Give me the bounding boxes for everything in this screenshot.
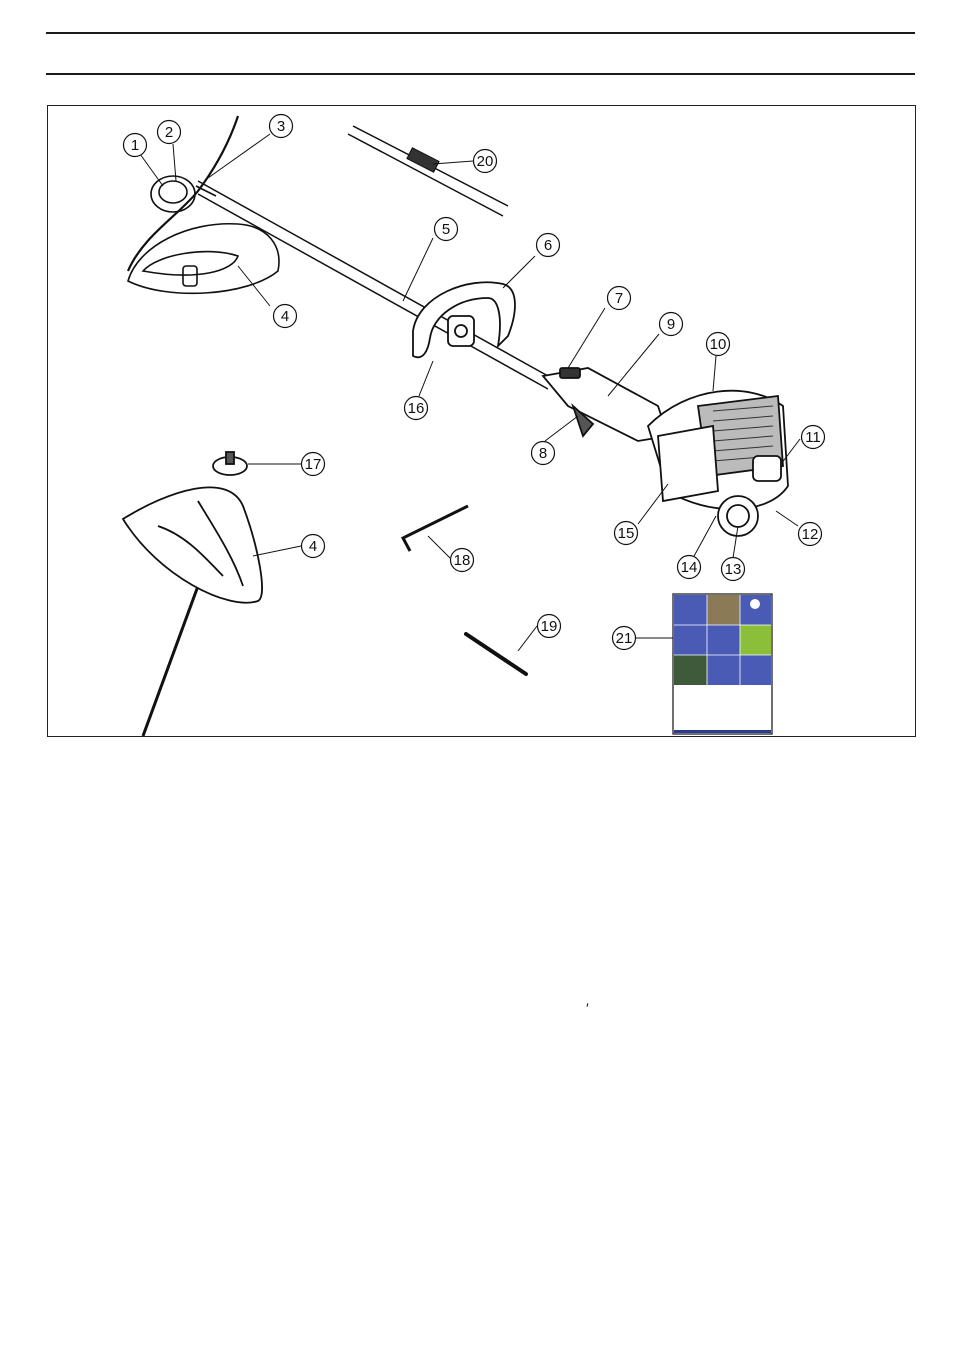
parts-illustration-frame: 1 2 3 4 5 6 7 8 9 10 11 12 13 14 15 16 1…	[47, 105, 916, 737]
callout-17: 17	[302, 453, 325, 476]
callout-5: 5	[435, 218, 458, 241]
callout-20: 20	[474, 150, 497, 173]
callout-9: 9	[660, 313, 683, 336]
callout-label: 8	[539, 445, 547, 462]
callout-12: 12	[799, 523, 822, 546]
callout-label: 21	[616, 630, 633, 647]
operator-manual	[673, 594, 772, 734]
callout-15: 15	[615, 522, 638, 545]
callout-label: 15	[618, 525, 635, 542]
callout-label: 18	[454, 552, 471, 569]
callout-14: 14	[678, 556, 701, 579]
callout-21: 21	[613, 627, 636, 650]
header-rule-bottom	[46, 73, 915, 75]
callout-2: 2	[158, 121, 181, 144]
callout-label: 6	[544, 237, 552, 254]
callout-11: 11	[802, 426, 825, 449]
callout-label: 4	[309, 538, 317, 555]
callout-label: 20	[477, 153, 494, 170]
callout-13: 13	[722, 558, 745, 581]
callout-4-guard: 4	[302, 535, 325, 558]
callout-label: 1	[131, 137, 139, 154]
callout-19: 19	[538, 615, 561, 638]
callout-label: 17	[305, 456, 322, 473]
callout-7: 7	[608, 287, 631, 310]
callout-label: 16	[408, 400, 425, 417]
callout-label: 7	[615, 290, 623, 307]
callout-18: 18	[451, 549, 474, 572]
callout-8: 8	[532, 442, 555, 465]
header-rule-top	[46, 32, 915, 34]
callout-3: 3	[270, 115, 293, 138]
callout-label: 4	[281, 308, 289, 325]
callout-label: 13	[725, 561, 742, 578]
callout-label: 9	[667, 316, 675, 333]
parts-illustration: 1 2 3 4 5 6 7 8 9 10 11 12 13 14 15 16 1…	[48, 106, 917, 738]
stray-mark: ′	[586, 1000, 589, 1016]
callout-label: 14	[681, 559, 698, 576]
callout-label: 2	[165, 124, 173, 141]
hex-key-tool	[403, 506, 468, 551]
callout-10: 10	[707, 333, 730, 356]
callout-label: 12	[802, 526, 819, 543]
spare-guard	[123, 452, 262, 736]
callout-label: 5	[442, 221, 450, 238]
locking-pin-tool	[466, 634, 526, 674]
callout-6: 6	[537, 234, 560, 257]
callout-1: 1	[124, 134, 147, 157]
engine-unit	[648, 391, 788, 536]
callout-4: 4	[274, 305, 297, 328]
loop-handle	[413, 282, 515, 357]
callout-label: 19	[541, 618, 558, 635]
trimmer-head-assembly	[128, 116, 279, 293]
callout-16: 16	[405, 397, 428, 420]
callout-label: 3	[277, 118, 285, 135]
callout-label: 11	[805, 429, 821, 446]
callout-label: 10	[710, 336, 727, 353]
